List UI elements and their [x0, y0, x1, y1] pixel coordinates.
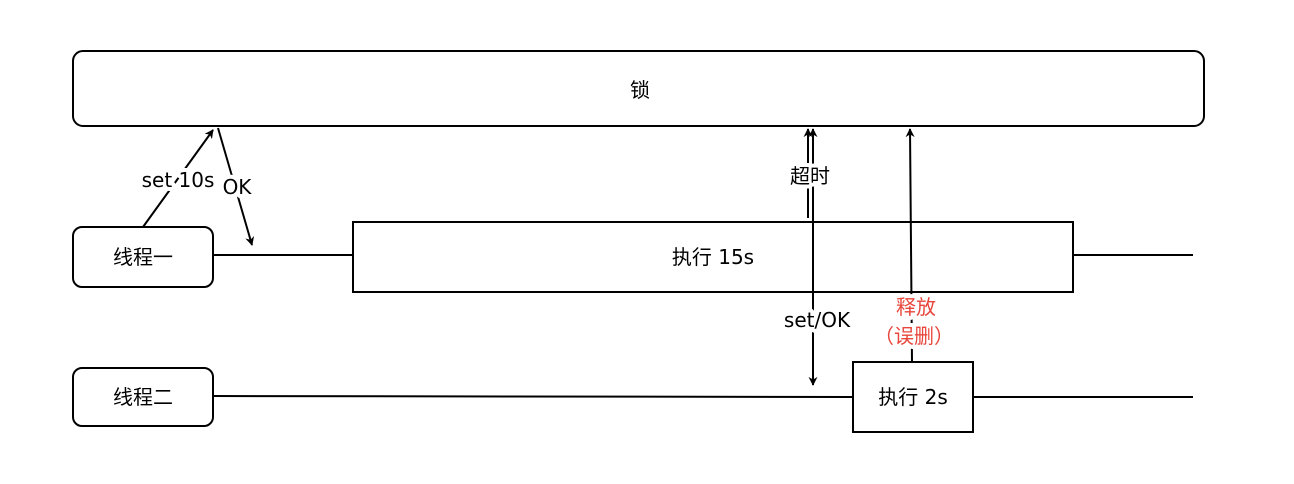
thread1-exec-box — [352, 221, 1074, 293]
lock-label: 锁 — [630, 78, 650, 102]
set-ok-label: set/OK — [784, 308, 851, 332]
set-label: set 10s — [142, 168, 215, 192]
ok-label: OK — [223, 175, 253, 199]
thread2-label: 线程二 — [113, 385, 173, 409]
release-arrow — [905, 128, 915, 363]
set-arrow — [142, 129, 214, 228]
lock-box — [72, 50, 1205, 127]
thread2-exec-label: 执行 2s — [878, 385, 948, 409]
thread1-label: 线程一 — [113, 245, 173, 269]
thread2-timeline — [212, 395, 854, 398]
release-note-label: （误删） — [874, 324, 954, 348]
release-label: 释放 — [896, 295, 936, 319]
thread1-exec-label: 执行 15s — [672, 245, 754, 269]
ok-arrow — [217, 127, 255, 246]
timeout-label: 超时 — [790, 164, 830, 188]
thread2-exec-box — [852, 361, 974, 433]
